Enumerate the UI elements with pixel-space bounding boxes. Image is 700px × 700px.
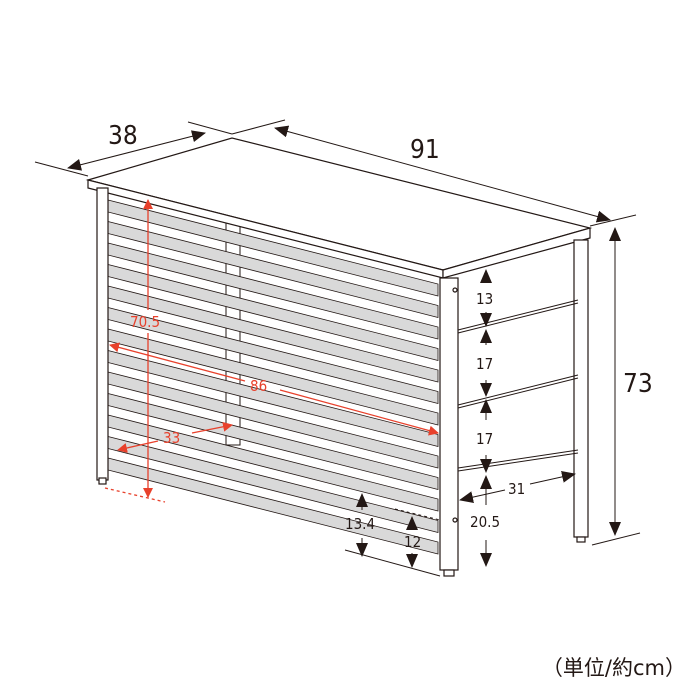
side-rods [457, 299, 579, 472]
unit-label: （単位/約cm） [541, 656, 686, 680]
legs [96, 187, 589, 577]
louver-depth-label: 33 [163, 429, 180, 447]
width-label: 91 [410, 135, 440, 165]
louver-height-label: 70.5 [130, 313, 160, 331]
shelf-gap-top-label: 13 [476, 290, 493, 308]
shelf-gap-middle-label: 17 [476, 355, 493, 373]
shelf-depth-label: 31 [508, 480, 525, 498]
shelf-bottom-height-label: 20.5 [470, 513, 500, 531]
front-bottom-clearance-label: 12 [404, 533, 421, 551]
louver-bottom-clearance-label: 13.4 [345, 515, 375, 533]
shelf-gap-lower-label: 17 [476, 430, 493, 448]
height-label: 73 [623, 369, 653, 399]
louver-width-label: 86 [250, 377, 267, 395]
louver-dimension-lines [104, 199, 439, 503]
depth-label: 38 [108, 121, 138, 151]
dimension-lines [34, 119, 641, 577]
